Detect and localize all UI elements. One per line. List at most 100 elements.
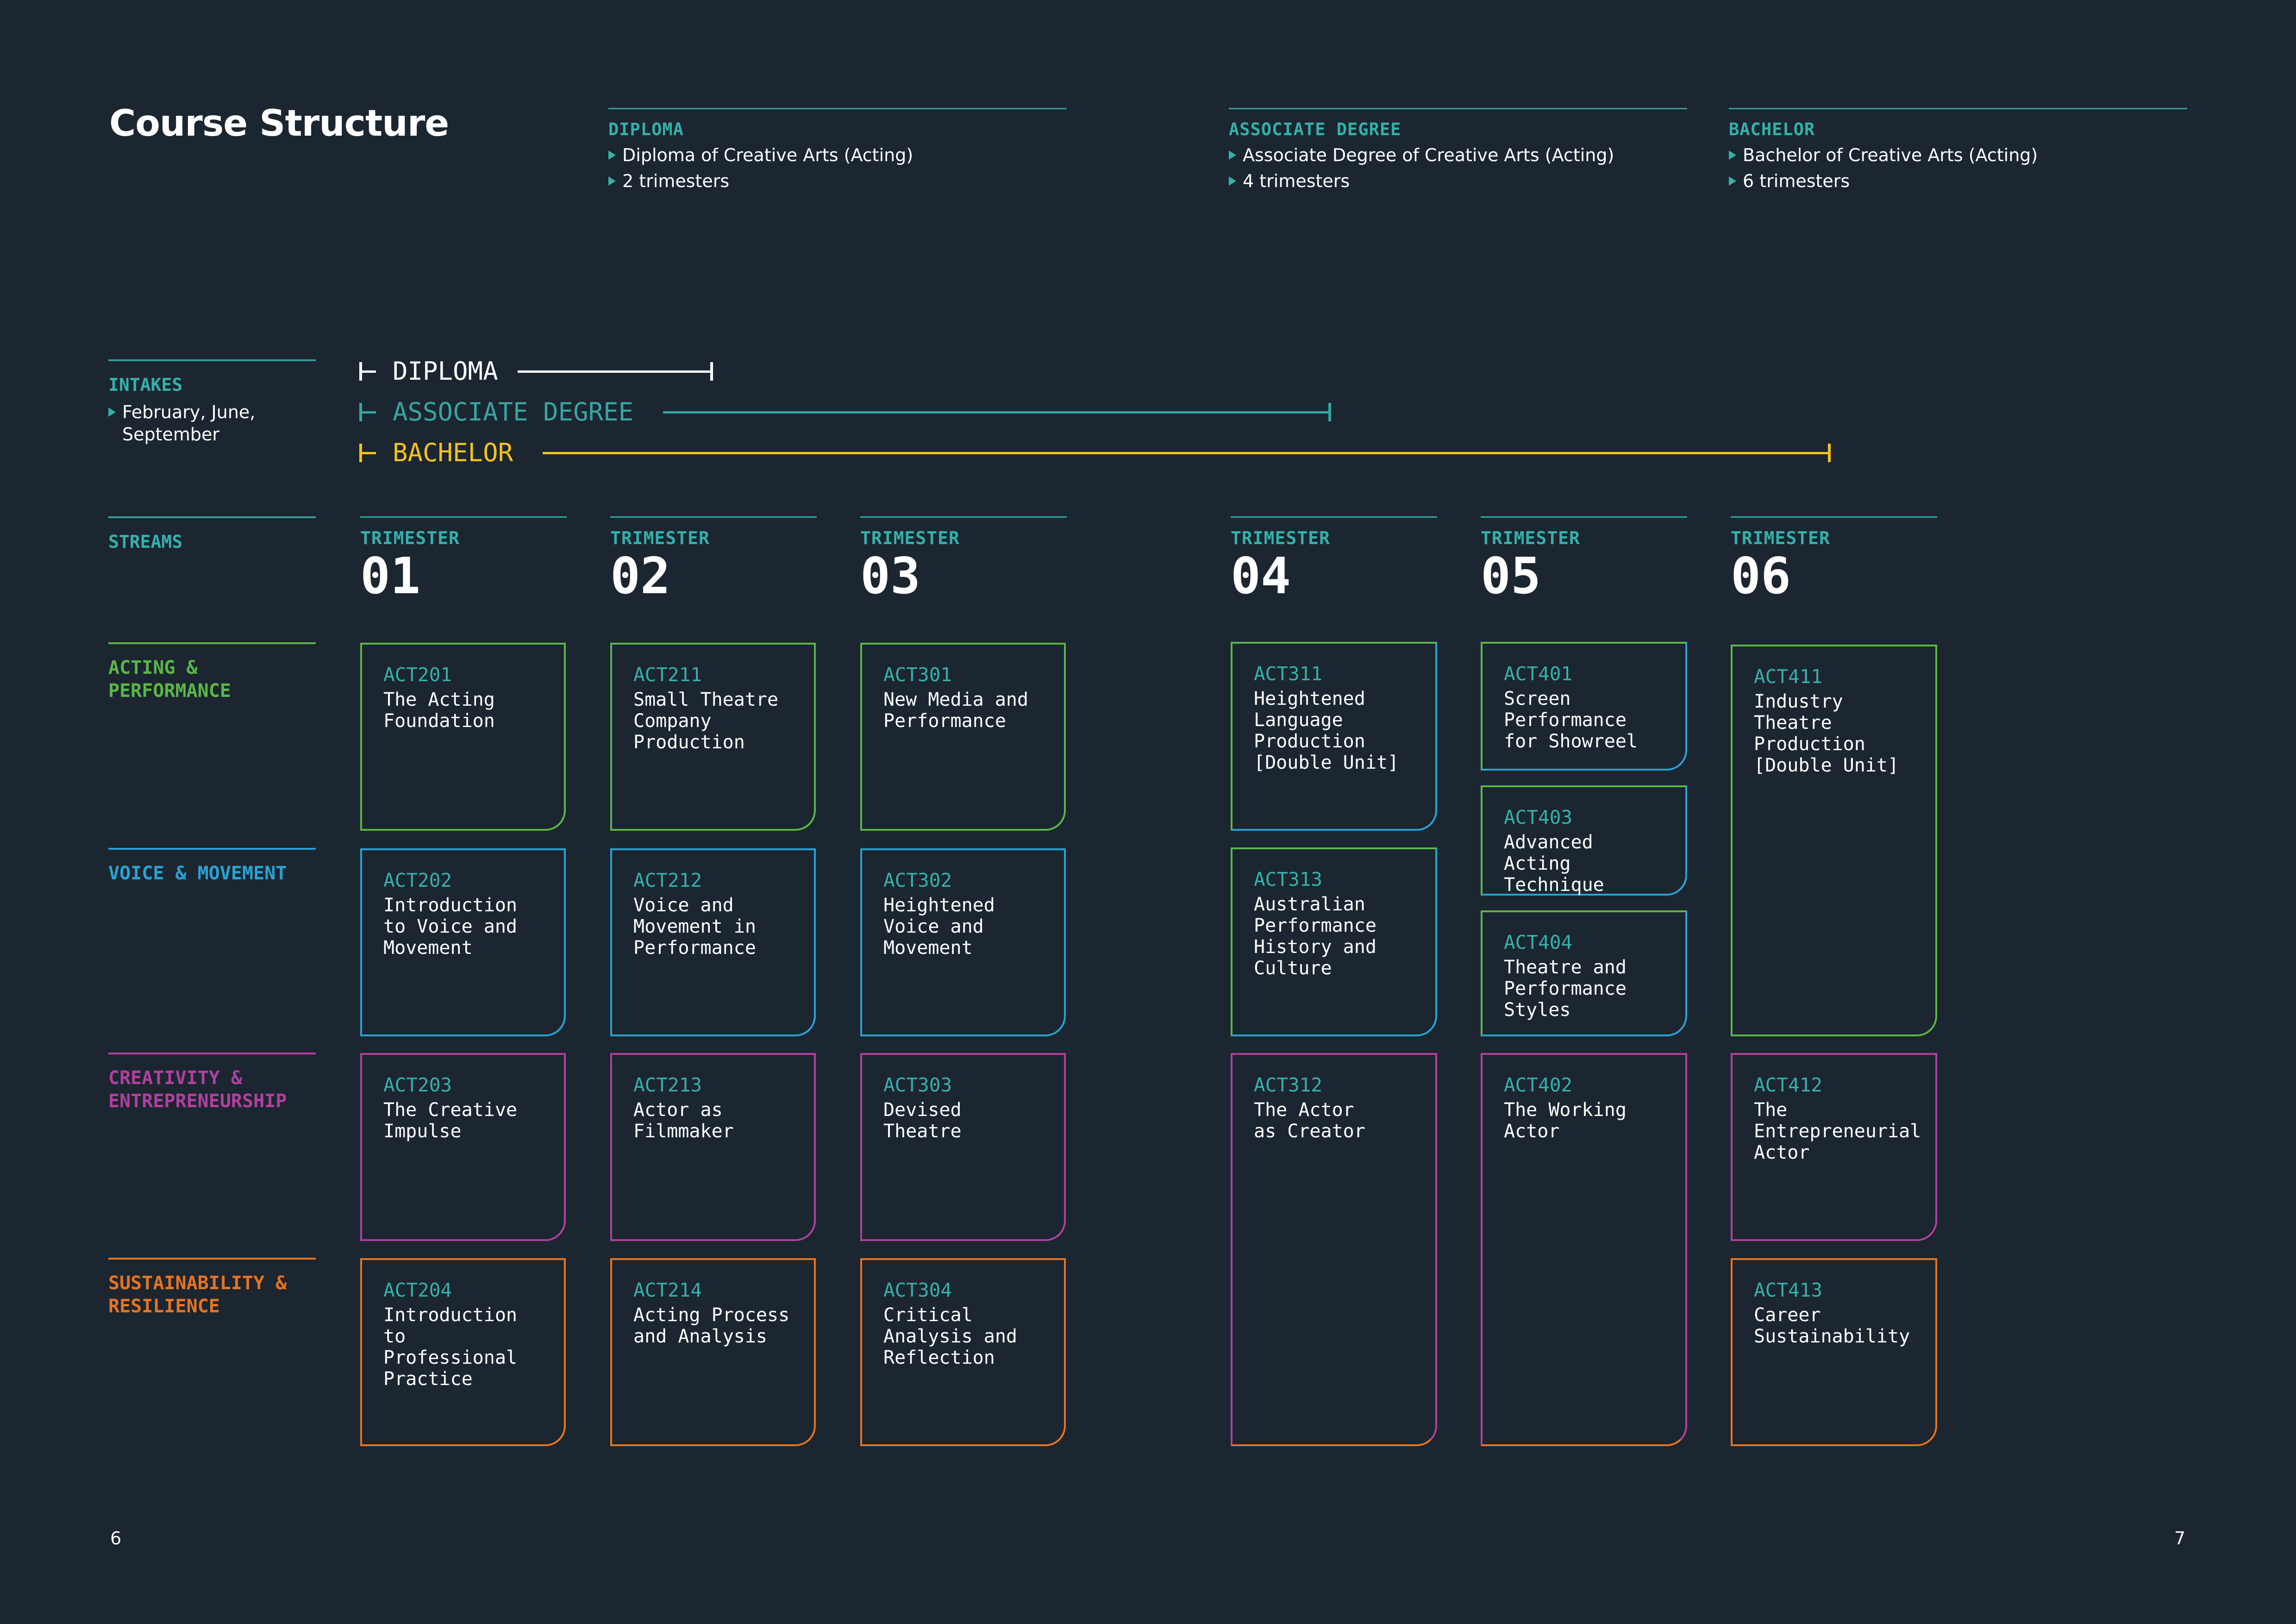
unit-code: ACT201 — [383, 664, 452, 686]
unit-code: ACT413 — [1754, 1279, 1823, 1301]
stream-label: ACTING &PERFORMANCE — [108, 657, 231, 702]
stream-label: VOICE & MOVEMENT — [108, 863, 287, 884]
triangle-bullet-icon — [1729, 176, 1736, 186]
unit-code: ACT404 — [1504, 931, 1573, 953]
unit-code: ACT214 — [633, 1279, 702, 1301]
program-bullet: Bachelor of Creative Arts (Acting) — [1729, 145, 2187, 165]
intakes-section: INTAKES February, June, September — [108, 359, 316, 445]
program-bullet: 4 trimesters — [1229, 171, 1687, 191]
track-line — [359, 370, 376, 373]
intakes-label: INTAKES — [108, 375, 183, 395]
program-bullet: Diploma of Creative Arts (Acting) — [608, 145, 1067, 165]
program-label: DIPLOMA — [608, 119, 684, 139]
track-end-cap — [710, 362, 713, 381]
triangle-bullet-icon — [1229, 176, 1236, 186]
trimester-label: TRIMESTER — [360, 528, 460, 548]
trimester-header-04: TRIMESTER 04 — [1231, 516, 1437, 602]
unit-code: ACT202 — [383, 869, 452, 891]
unit-code: ACT304 — [883, 1279, 952, 1301]
triangle-bullet-icon — [608, 150, 616, 160]
unit-code: ACT411 — [1754, 665, 1823, 688]
program-diploma: DIPLOMA Diploma of Creative Arts (Acting… — [608, 108, 1067, 191]
unit-code: ACT303 — [883, 1074, 952, 1096]
trimester-label: TRIMESTER — [1481, 528, 1580, 548]
stream-label: CREATIVITY &ENTREPRENEURSHIP — [108, 1067, 287, 1112]
stream-acting-performance: ACTING &PERFORMANCE — [108, 642, 316, 702]
intakes-bullet-cont: September — [122, 424, 220, 445]
unit-code: ACT313 — [1254, 868, 1323, 890]
track-label: ASSOCIATE DEGREE — [393, 397, 634, 426]
intakes-bullet: February, June, — [108, 401, 316, 423]
program-bullet: 6 trimesters — [1729, 171, 2187, 191]
trimester-label: TRIMESTER — [1231, 528, 1330, 548]
track-line — [359, 411, 376, 414]
unit-code: ACT402 — [1504, 1074, 1573, 1096]
trimester-number: 06 — [1731, 547, 1791, 605]
track-end-cap — [1328, 403, 1331, 421]
trimester-label: TRIMESTER — [610, 528, 710, 548]
track-end-cap — [1828, 444, 1831, 462]
trimester-header-02: TRIMESTER 02 — [610, 516, 817, 602]
page-number-left: 6 — [110, 1528, 122, 1549]
unit-code: ACT203 — [383, 1074, 452, 1096]
program-bullet: 2 trimesters — [608, 171, 1067, 191]
program-bullet: Associate Degree of Creative Arts (Actin… — [1229, 145, 1687, 165]
unit-code: ACT213 — [633, 1074, 702, 1096]
trimester-number: 03 — [860, 547, 921, 605]
unit-code: ACT212 — [633, 869, 702, 891]
program-associate-degree: ASSOCIATE DEGREE Associate Degree of Cre… — [1229, 108, 1687, 191]
trimester-number: 02 — [610, 547, 671, 605]
page-number-right: 7 — [2174, 1528, 2186, 1549]
unit-code: ACT301 — [883, 664, 952, 686]
track-label: BACHELOR — [393, 438, 513, 467]
program-label: ASSOCIATE DEGREE — [1229, 119, 1401, 139]
stream-voice-movement: VOICE & MOVEMENT — [108, 848, 316, 885]
trimester-header-05: TRIMESTER 05 — [1481, 516, 1687, 602]
track-line — [518, 370, 713, 373]
program-bachelor: BACHELOR Bachelor of Creative Arts (Acti… — [1729, 108, 2187, 191]
track-line — [663, 411, 1331, 414]
stream-creativity-entrepreneurship: CREATIVITY &ENTREPRENEURSHIP — [108, 1053, 316, 1113]
unit-code: ACT412 — [1754, 1074, 1823, 1096]
trimester-number: 05 — [1481, 547, 1541, 605]
track-label: DIPLOMA — [393, 357, 498, 386]
track-line — [359, 452, 376, 454]
trimester-header-06: TRIMESTER 06 — [1731, 516, 1937, 602]
unit-code: ACT311 — [1254, 663, 1323, 685]
page-title: Course Structure — [109, 103, 449, 144]
